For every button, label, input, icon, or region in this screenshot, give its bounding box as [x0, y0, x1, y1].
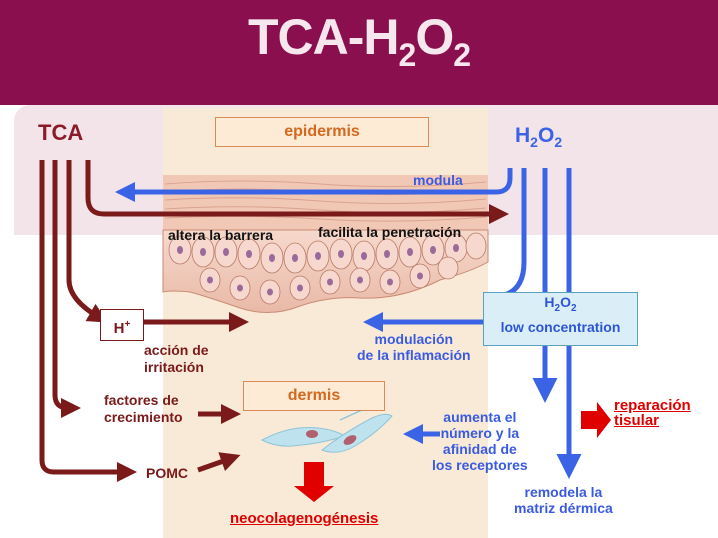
tca-arrow-penetracion	[85, 160, 509, 224]
h2o2-arrow-modula	[115, 168, 513, 202]
hplus-box: H+	[100, 309, 144, 341]
pomc-to-dermis-arrow	[197, 452, 241, 473]
modula-label: modula	[413, 172, 463, 188]
tca-arrow-factores	[52, 160, 81, 418]
facilita-penetracion-label: facilita la penetración	[318, 224, 462, 240]
neocolagenogenesis-label: neocolagenogénesis	[230, 510, 379, 527]
tca-arrow-pomc	[39, 160, 137, 482]
neocolagenogenesis-arrow-icon	[294, 462, 334, 502]
altera-barrera-label: altera la barrera	[168, 227, 274, 243]
tca-title: TCA	[38, 120, 84, 145]
header-band	[0, 0, 718, 105]
reparacion-arrow-icon	[581, 402, 611, 438]
pomc-label: POMC	[146, 465, 188, 481]
tca-arrows	[39, 160, 509, 482]
dermis-label: dermis	[243, 381, 385, 411]
tca-arrow-hplus	[66, 160, 108, 323]
h2o2-title: H2O2	[515, 124, 563, 151]
skin-illustration	[162, 175, 489, 313]
epidermis-label: epidermis	[215, 117, 429, 147]
emphasis-arrows	[294, 402, 611, 502]
h2o2-arrow-lowconc	[499, 168, 527, 299]
page-title: TCA-H2O2	[247, 9, 471, 73]
fibroblast-icon	[260, 409, 393, 453]
h2o2-low-concentration-box: H2O2 low concentration	[483, 292, 638, 346]
